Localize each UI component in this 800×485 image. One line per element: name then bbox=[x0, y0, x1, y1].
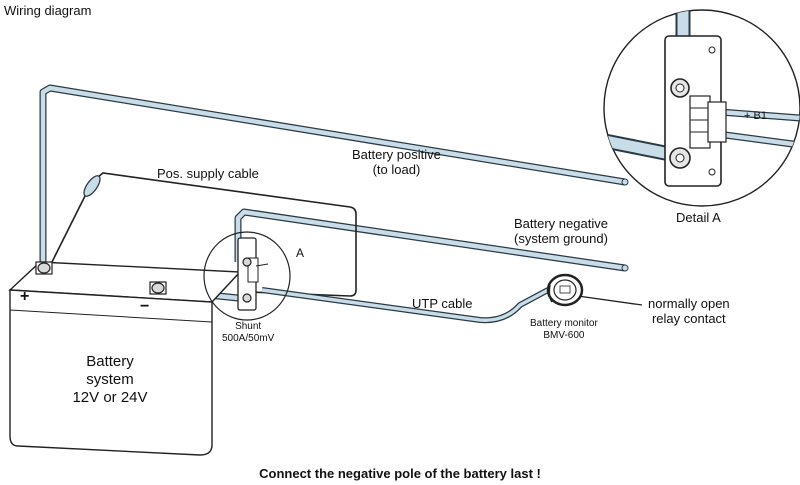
battery-negative-line1: Battery negative bbox=[514, 216, 608, 231]
footer-warning: Connect the negative pole of the battery… bbox=[259, 466, 541, 481]
relay-contact-line1: normally open bbox=[648, 296, 730, 311]
battery-negative-label: Battery negative (system ground) bbox=[514, 216, 608, 246]
shunt-circle bbox=[203, 231, 291, 321]
battery-monitor-device bbox=[546, 273, 584, 307]
detail-a-title: Detail A bbox=[676, 210, 721, 225]
utp-cable-label: UTP cable bbox=[412, 296, 473, 311]
pos-supply-cable-label: Pos. supply cable bbox=[157, 166, 259, 181]
detail-a-circle bbox=[603, 9, 800, 207]
battery-monitor-line1: Battery monitor bbox=[530, 318, 598, 329]
relay-contact-line bbox=[577, 295, 643, 306]
battery-plus-sign: + bbox=[20, 288, 30, 305]
battery-positive-cable bbox=[39, 84, 629, 268]
battery-positive-line1: Battery positive bbox=[352, 147, 441, 162]
battery-label-line2: system bbox=[86, 371, 134, 388]
shunt-line1: Shunt bbox=[235, 321, 262, 332]
pos-supply-cable bbox=[51, 172, 357, 297]
detail-a-marker: A bbox=[296, 246, 305, 260]
battery-positive-label: Battery positive (to load) bbox=[352, 147, 441, 177]
utp-cable bbox=[261, 287, 550, 324]
shunt-label: Shunt 500A/50mV bbox=[222, 321, 274, 345]
negative-terminal bbox=[149, 281, 167, 295]
battery-system-label: Battery system 12V or 24V bbox=[30, 353, 190, 407]
battery-label-line3: 12V or 24V bbox=[72, 389, 148, 406]
positive-terminal bbox=[35, 261, 53, 275]
battery-box bbox=[8, 261, 242, 456]
battery-positive-line2: (to load) bbox=[372, 162, 421, 177]
battery-monitor-line2: BMV-600 bbox=[543, 330, 585, 341]
battery-negative-line2: (system ground) bbox=[514, 231, 608, 246]
relay-contact-line2: relay contact bbox=[651, 311, 726, 326]
fuse-holder-icon bbox=[83, 175, 101, 197]
battery-monitor-label: Battery monitor BMV-600 bbox=[530, 318, 598, 342]
shunt-line2: 500A/50mV bbox=[222, 333, 275, 344]
battery-label-line1: Battery bbox=[86, 353, 134, 370]
battery-minus-sign: − bbox=[140, 298, 150, 315]
relay-contact-label: normally open relay contact bbox=[648, 296, 730, 326]
diagram-title: Wiring diagram bbox=[4, 3, 92, 18]
b1-terminal-label: + B1 bbox=[744, 110, 767, 122]
